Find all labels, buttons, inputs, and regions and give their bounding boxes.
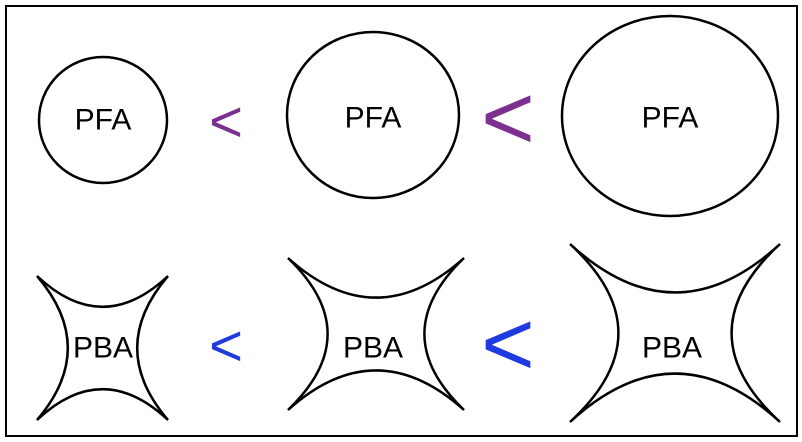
pba-label-medium: PBA	[343, 332, 403, 365]
pfa-label-large: PFA	[642, 102, 699, 135]
pba-label-large: PBA	[642, 332, 702, 365]
pfa-label-small: PFA	[75, 104, 132, 137]
less-than-top-large: <	[481, 67, 535, 169]
pba-label-small: PBA	[73, 332, 133, 365]
less-than-bottom-small: <	[209, 314, 243, 379]
frame-border	[5, 5, 798, 437]
pfa-circle-medium	[285, 30, 461, 200]
pfa-circle-small	[37, 55, 169, 185]
pba-shape-small	[36, 275, 169, 421]
pfa-circle-large	[560, 14, 780, 218]
pfa-label-medium: PFA	[345, 102, 402, 135]
pba-shape-medium	[287, 257, 465, 411]
less-than-top-small: <	[209, 90, 243, 155]
less-than-bottom-large: <	[481, 293, 535, 395]
pba-shape-large	[569, 243, 781, 423]
